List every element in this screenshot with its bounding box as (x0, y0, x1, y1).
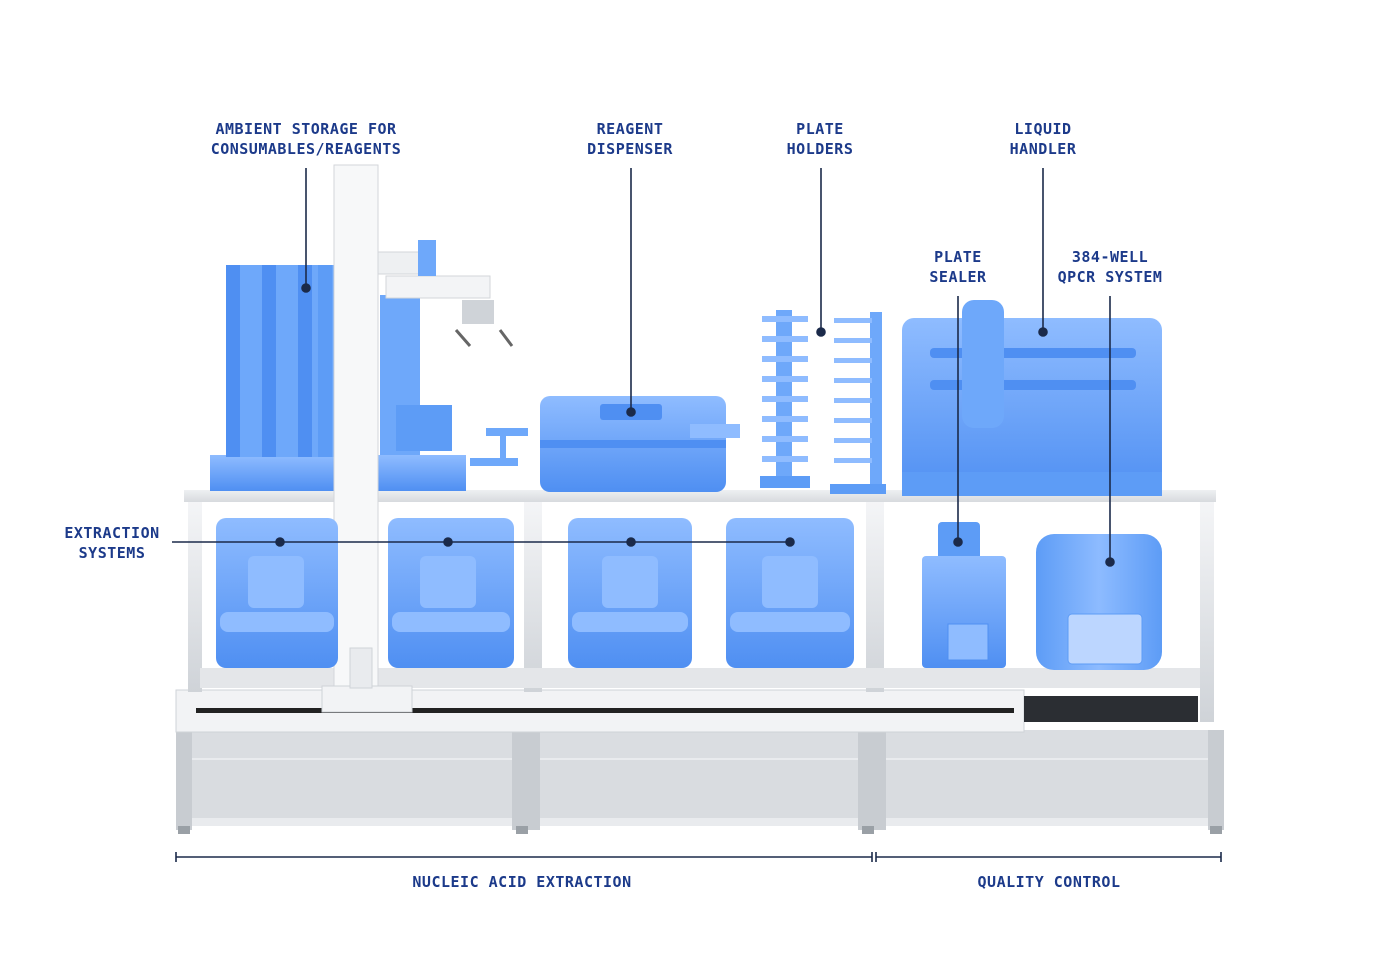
extraction-system-2 (388, 518, 514, 668)
callout-plate-holders-line2: HOLDERS (786, 140, 854, 158)
callout-ambient-storage: AMBIENT STORAGE FOR CONSUMABLES/REAGENTS (186, 119, 426, 159)
plate-gripper-fixture (470, 428, 528, 466)
callout-ambient-storage-line1: AMBIENT STORAGE FOR (215, 120, 397, 138)
callout-extraction-systems: EXTRACTION SYSTEMS (52, 523, 172, 563)
callout-liquid-handler-line1: LIQUID (1014, 120, 1072, 138)
robot-arm (321, 164, 514, 713)
transport-rail (175, 689, 1198, 733)
callout-extraction-systems-line1: EXTRACTION (64, 524, 160, 542)
callout-qpcr-system-line2: QPCR SYSTEM (1057, 268, 1163, 286)
callout-liquid-handler: LIQUID HANDLER (983, 119, 1103, 159)
qpcr-system-unit (1036, 534, 1162, 670)
callout-qpcr-system-line1: 384-WELL (1071, 248, 1149, 266)
bench-base (176, 730, 1224, 834)
callout-reagent-dispenser: REAGENT DISPENSER (560, 119, 700, 159)
section-label-quality-control: QUALITY CONTROL (977, 873, 1121, 891)
callout-plate-holders: PLATE HOLDERS (760, 119, 880, 159)
plate-sealer-unit (922, 522, 1006, 668)
extraction-system-3 (568, 518, 692, 668)
callout-extraction-systems-line2: SYSTEMS (78, 544, 146, 562)
reagent-dispenser-unit (540, 396, 740, 492)
callout-reagent-dispenser-line2: DISPENSER (587, 140, 673, 158)
callout-ambient-storage-line2: CONSUMABLES/REAGENTS (210, 140, 402, 158)
callout-qpcr-system: 384-WELL QPCR SYSTEM (1040, 247, 1180, 287)
plate-holder-right (830, 312, 886, 494)
callout-plate-sealer: PLATE SEALER (908, 247, 1008, 287)
callout-liquid-handler-line2: HANDLER (1009, 140, 1077, 158)
section-label-nucleic-acid-extraction: NUCLEIC ACID EXTRACTION (412, 873, 632, 891)
section-brackets (175, 852, 1222, 862)
extraction-system-1 (216, 518, 338, 668)
callout-reagent-dispenser-line1: REAGENT (596, 120, 664, 138)
callout-plate-sealer-line1: PLATE (934, 248, 982, 266)
plate-holder-left (760, 310, 810, 488)
callout-plate-sealer-line2: SEALER (929, 268, 987, 286)
callout-plate-holders-line1: PLATE (796, 120, 844, 138)
leader-lines (172, 168, 1115, 567)
liquid-handler-unit (902, 300, 1162, 496)
extraction-system-4 (726, 518, 854, 668)
